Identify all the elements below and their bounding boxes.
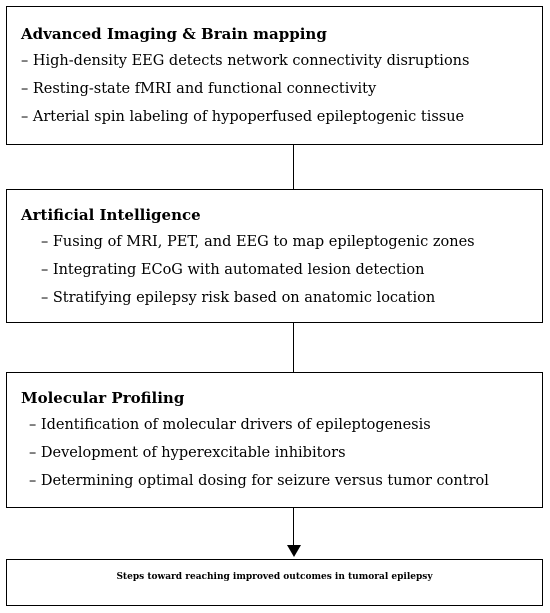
list-item: – Fusing of MRI, PET, and EEG to map epi…	[41, 234, 475, 250]
list-item: – Resting-state fMRI and functional conn…	[21, 81, 377, 97]
connector-line	[293, 323, 294, 372]
list-item: – Arterial spin labeling of hypoperfused…	[21, 109, 465, 125]
connector-arrow-line	[293, 508, 294, 546]
list-item: – Determining optimal dosing for seizure…	[29, 473, 489, 489]
box-title: Advanced Imaging & Brain mapping	[21, 25, 327, 43]
list-item: – Stratifying epilepsy risk based on ana…	[41, 290, 436, 306]
connector-line	[293, 145, 294, 189]
list-item: – High-density EEG detects network conne…	[21, 53, 470, 69]
box-artificial-intelligence: Artificial Intelligence – Fusing of MRI,…	[6, 189, 543, 323]
box-title: Artificial Intelligence	[21, 206, 201, 224]
box-molecular-profiling: Molecular Profiling – Identification of …	[6, 372, 543, 508]
list-item: – Development of hyperexcitable inhibito…	[29, 445, 346, 461]
list-item: – Integrating ECoG with automated lesion…	[41, 262, 425, 278]
box-final-outcome: Steps toward reaching improved outcomes …	[6, 559, 543, 606]
list-item: – Identification of molecular drivers of…	[29, 417, 431, 433]
final-text: Steps toward reaching improved outcomes …	[116, 572, 433, 582]
arrow-down-icon	[287, 545, 301, 557]
box-title: Molecular Profiling	[21, 389, 185, 407]
box-advanced-imaging: Advanced Imaging & Brain mapping – High-…	[6, 6, 543, 145]
